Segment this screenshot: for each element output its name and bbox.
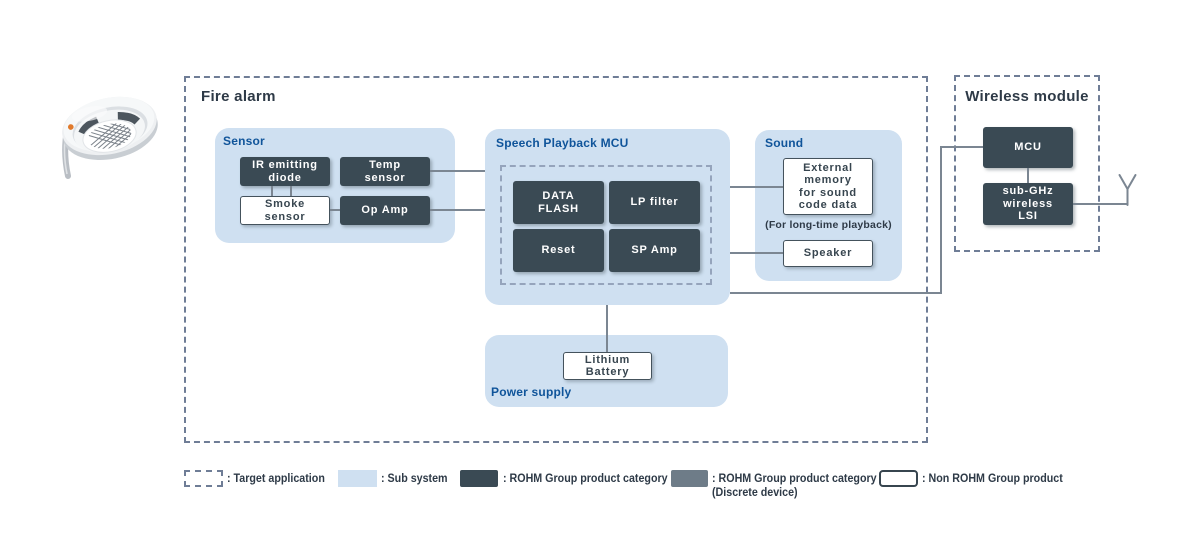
connector-mcu-to-subghz: [1027, 168, 1029, 183]
legend-swatch-rohm-category-discrete: [671, 470, 708, 487]
detector-led: [67, 124, 74, 130]
power-supply-panel-label: Power supply: [491, 385, 572, 399]
block-sub-ghz-wireless-lsi: sub-GHz wireless LSI: [983, 183, 1073, 225]
smoke-detector-illustration: [62, 96, 158, 179]
connector-speech-mcu-to-external-memory: [730, 186, 783, 188]
legend-swatch-rohm-category: [460, 470, 498, 487]
connector-ir-to-smoke-1: [271, 186, 273, 196]
legend-label-rohm-category-discrete-line1: : ROHM Group product category: [712, 473, 877, 485]
legend-label-rohm-category: : ROHM Group product category: [503, 473, 668, 485]
block-data-flash: DATA FLASH: [513, 181, 604, 224]
block-op-amp: Op Amp: [340, 196, 430, 225]
connector-speech-mcu-to-wireless-horizontal: [730, 292, 942, 294]
connector-speech-mcu-to-wireless-vertical: [940, 146, 942, 294]
detector-vent-right: [117, 111, 141, 125]
block-lp-filter: LP filter: [609, 181, 700, 224]
block-speaker: Speaker: [783, 240, 873, 267]
block-temp-sensor: Temp sensor: [340, 157, 430, 186]
detector-vent-left: [78, 116, 100, 136]
connector-speech-mcu-to-speaker: [730, 252, 783, 254]
long-time-playback-note: (For long-time playback): [765, 219, 892, 231]
block-lithium-battery: Lithium Battery: [563, 352, 652, 380]
sound-panel-label: Sound: [765, 136, 804, 150]
connector-subghz-to-antenna: [1073, 203, 1128, 205]
detector-grille: [85, 119, 134, 153]
fire-alarm-title: Fire alarm: [201, 88, 276, 105]
wireless-module-title: Wireless module: [965, 88, 1089, 105]
detector-body: [62, 96, 158, 160]
sensor-panel-label: Sensor: [223, 134, 265, 148]
connector-speech-mcu-to-battery: [606, 305, 608, 352]
connector-opamp-to-speech-mcu: [430, 209, 485, 211]
connector-to-wireless-mcu: [940, 146, 983, 148]
speech-mcu-panel-label: Speech Playback MCU: [496, 136, 629, 150]
block-ir-emitting-diode: IR emitting diode: [240, 157, 330, 186]
legend-swatch-non-rohm: [879, 470, 918, 487]
legend-label-target-application: : Target application: [227, 473, 325, 485]
legend-label-non-rohm: : Non ROHM Group product: [922, 473, 1063, 485]
connector-smoke-to-opamp: [330, 209, 340, 211]
legend-label-rohm-category-discrete-line2: (Discrete device): [712, 487, 798, 499]
block-smoke-sensor: Smoke sensor: [240, 196, 330, 225]
block-external-memory: External memory for sound code data: [783, 158, 873, 215]
block-sp-amp: SP Amp: [609, 229, 700, 272]
legend-swatch-sub-system: [338, 470, 377, 487]
wireless-module-region: [954, 75, 1100, 252]
connector-temp-to-speech-mcu: [430, 170, 485, 172]
legend-label-sub-system: : Sub system: [381, 473, 448, 485]
block-wireless-mcu: MCU: [983, 127, 1073, 168]
speech-mcu-inner-boundary: [500, 165, 712, 285]
legend-label-rohm-category-discrete: : ROHM Group product category (Discrete …: [712, 473, 889, 499]
connector-ir-to-smoke-2: [290, 186, 292, 196]
block-reset: Reset: [513, 229, 604, 272]
antenna-icon: [1118, 174, 1137, 206]
fire-alarm-region: [184, 76, 928, 443]
legend-swatch-target-application: [184, 470, 223, 487]
